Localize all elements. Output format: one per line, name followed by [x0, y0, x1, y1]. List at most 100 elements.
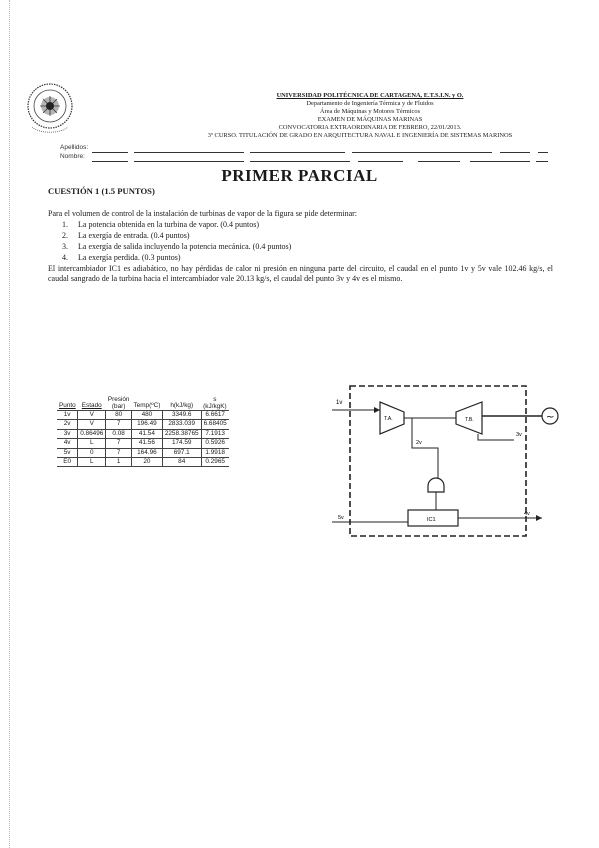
col-h: h(kJ/kg): [170, 401, 194, 409]
table-row: 3v 0.86496 0.08 41.54 2258.38765 7.1913: [57, 429, 229, 440]
question-paragraph: El intercambiador IC1 es adiabático, no …: [48, 264, 553, 283]
cell-presion: 80: [105, 409, 132, 421]
header-department: Departamento de Ingeniería Térmica y de …: [306, 100, 434, 107]
nombre-line: [250, 161, 350, 162]
label-1v: 1v: [336, 400, 342, 406]
question-item: 1. La potencia obtenida en la turbina de …: [62, 220, 259, 230]
university-seal: [27, 83, 73, 133]
col-presion: Presión(bar): [106, 396, 132, 411]
col-s-label: s: [213, 396, 217, 403]
control-volume-boundary: [349, 385, 527, 537]
cell-s: 0.2965: [200, 457, 229, 468]
nombre-line: [358, 161, 403, 162]
cell-estado: 0.86496: [77, 429, 106, 440]
cell-temp: 41.54: [130, 429, 163, 440]
table-row: 2v V 7 196.49 2833.039 6.68405: [57, 419, 229, 430]
apellidos-line: [352, 152, 492, 153]
label-5v: 5v: [338, 515, 344, 521]
arrow-icon: [536, 515, 542, 521]
cell-s: 0.5926: [200, 438, 229, 449]
item-text: La exergía de entrada. (0.4 puntos): [78, 231, 190, 240]
cell-h: 3349.6: [161, 409, 202, 421]
cell-presion: 7: [105, 448, 132, 459]
label-turbine-b: T.B.: [465, 417, 474, 423]
cell-punto: 2v: [57, 419, 78, 430]
col-s-unit: (kJ/kgK): [203, 403, 227, 410]
cell-punto: 4v: [57, 438, 78, 449]
cell-presion: 0.08: [105, 429, 132, 440]
cell-temp: 41.56: [130, 438, 163, 449]
cell-estado: L: [77, 438, 106, 449]
cell-punto: 5v: [57, 448, 78, 459]
item-number: 1.: [62, 220, 68, 229]
margin-line: [9, 0, 10, 848]
question-heading: CUESTIÓN 1 (1.5 PUNTOS): [48, 186, 155, 196]
header-session: CONVOCATORIA EXTRAORDINARIA DE FEBRERO, …: [278, 124, 462, 131]
label-turbine-a: T.A.: [384, 416, 393, 422]
table-row: 1v V 80 480 3349.6 6.6617: [57, 409, 229, 421]
cell-temp: 196.49: [130, 419, 163, 430]
cell-punto: 1v: [57, 409, 78, 421]
generator-icon: ~: [546, 412, 554, 423]
label-2v: 2v: [416, 440, 422, 446]
cell-estado: V: [77, 419, 106, 430]
nombre-line: [536, 161, 548, 162]
cell-presion: 1: [105, 457, 132, 468]
label-4v: 4v: [524, 511, 530, 517]
cell-temp: 480: [130, 409, 163, 421]
item-number: 4.: [62, 253, 68, 262]
question-item: 2. La exergía de entrada. (0.4 puntos): [62, 231, 190, 241]
apellidos-label: Apellidos:: [60, 144, 89, 151]
col-temp: Temp(ºC): [133, 401, 161, 409]
cell-estado: L: [77, 457, 106, 468]
nombre-line: [418, 161, 460, 162]
question-intro: Para el volumen de control de la instala…: [48, 209, 357, 218]
header-exam: EXAMEN DE MÁQUINAS MARINAS: [317, 116, 423, 123]
cell-h: 84: [161, 457, 202, 468]
apellidos-line: [500, 152, 530, 153]
page-title: PRIMER PARCIAL: [221, 166, 378, 185]
col-estado: Estado: [81, 401, 102, 409]
nombre-label: Nombre:: [60, 153, 85, 160]
cell-estado: 0: [77, 448, 106, 459]
cell-presion: 7: [105, 438, 132, 449]
drain-trap-symbol: [427, 477, 445, 493]
nombre-line: [470, 161, 530, 162]
plant-schematic: 1v T.A. T.B. ~ 3v 2v IC1 5v 4v: [332, 385, 559, 537]
col-s: s(kJ/kgK): [201, 396, 229, 411]
col-presion-label: Presión: [107, 396, 130, 403]
header-area: Área de Máquinas y Motores Térmicos: [319, 108, 421, 115]
item-text: La exergía de salida incluyendo la poten…: [78, 242, 292, 251]
cell-temp: 164.96: [130, 448, 163, 459]
cell-punto: 3v: [57, 429, 78, 440]
cell-h: 174.59: [161, 438, 202, 449]
cell-s: 6.68405: [200, 419, 229, 430]
header-university: UNIVERSIDAD POLITÉCNICA DE CARTAGENA, E.…: [276, 92, 464, 99]
apellidos-line: [92, 152, 128, 153]
cell-presion: 7: [105, 419, 132, 430]
apellidos-line: [134, 152, 244, 153]
cell-s: 6.6617: [200, 409, 229, 421]
cell-h: 697.1: [161, 448, 202, 459]
cell-punto: E0: [57, 457, 78, 468]
item-number: 2.: [62, 231, 68, 240]
apellidos-line: [250, 152, 345, 153]
table-row: 4v L 7 41.56 174.59 0.5926: [57, 438, 229, 449]
question-item: 3. La exergía de salida incluyendo la pot…: [62, 242, 291, 252]
col-punto: Punto: [59, 401, 76, 409]
exhaust-3v-line: [477, 434, 514, 441]
item-text: La exergía perdida. (0.3 puntos): [78, 253, 181, 262]
cell-s: 7.1913: [200, 429, 229, 440]
cell-h: 2833.039: [161, 419, 202, 430]
col-presion-unit: (bar): [111, 403, 126, 410]
table-row: 5v 0 7 164.96 697.1 1.9918: [57, 448, 229, 459]
header-course: 3º CURSO. TITULACIÓN DE GRADO EN ARQUITE…: [207, 132, 513, 139]
item-text: La potencia obtenida en la turbina de va…: [78, 220, 260, 229]
properties-table: Punto Estado Presión(bar) Temp(ºC) h(kJ/…: [57, 396, 229, 468]
cell-temp: 20: [130, 457, 163, 468]
item-number: 3.: [62, 242, 68, 251]
label-ic1: IC1: [427, 517, 436, 523]
table-row: E0 L 1 20 84 0.2965: [57, 457, 229, 468]
nombre-line: [92, 161, 128, 162]
nombre-line: [134, 161, 244, 162]
